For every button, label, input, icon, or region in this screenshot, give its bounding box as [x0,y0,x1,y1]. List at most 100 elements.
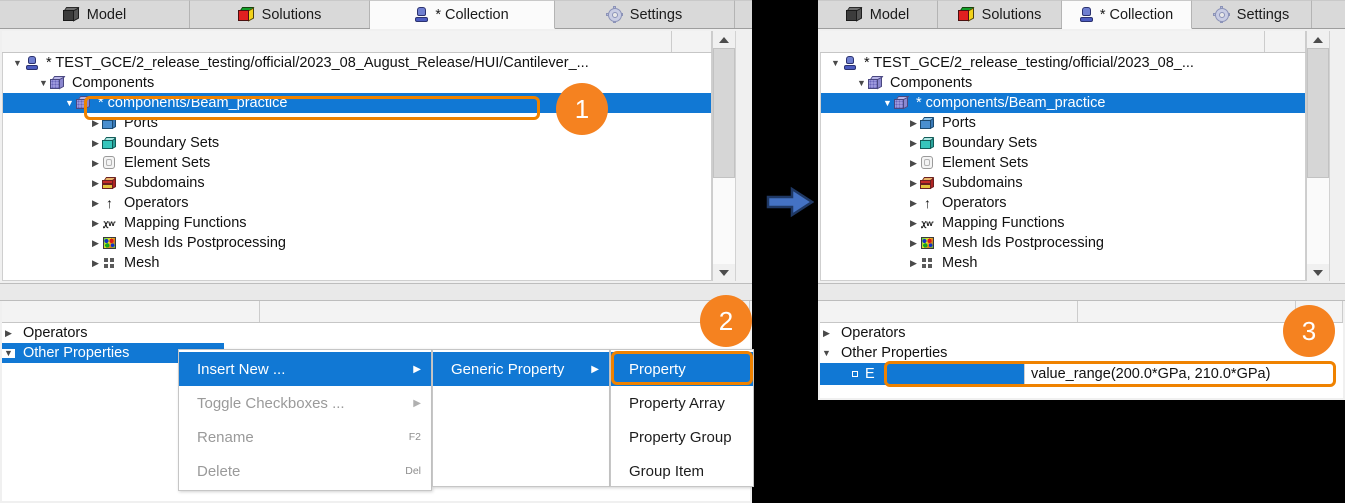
tab-collection[interactable]: * Collection [1062,0,1192,29]
menu-item-property-group[interactable]: Property Group [611,420,753,454]
property-row-operators[interactable]: ▶ Operators [820,323,1343,343]
menu-item-toggle-checkboxes[interactable]: Toggle Checkboxes ... ▶ [179,386,431,420]
tree-row-operators[interactable]: ▶ ↑ Operators [3,193,711,213]
menu-item-generic-property[interactable]: Generic Property ▶ [433,352,609,386]
expander-right-icon[interactable]: ▶ [910,137,917,148]
tree-row-boundary-sets[interactable]: ▶ Boundary Sets [3,133,711,153]
tree-column-2[interactable] [1265,31,1306,52]
tree-row-mesh[interactable]: ▶ Mesh [821,253,1305,273]
expander-right-icon[interactable]: ▶ [92,237,99,248]
tree-row-operators[interactable]: ▶ ↑ Operators [821,193,1305,213]
property-name-cell[interactable]: E [844,363,1024,385]
expander-right-icon[interactable]: ▶ [92,117,99,128]
property-column-value[interactable] [260,301,750,322]
menu-item-delete[interactable]: Delete Del [179,454,431,488]
property-column-extra[interactable] [1296,301,1343,322]
leaf-node-icon [852,371,858,377]
expander-right-icon[interactable]: ▶ [910,237,917,248]
tree-row-root[interactable]: ▼ * TEST_GCE/2_release_testing/official/… [3,53,711,73]
tree-column-2[interactable] [672,31,712,52]
property-row-other-properties[interactable]: ▼ Other Properties [2,343,224,363]
menu-item-property-array[interactable]: Property Array [611,386,753,420]
tree-row-mesh[interactable]: ▶ Mesh [3,253,711,273]
tree-row-mesh-ids-postprocessing[interactable]: ▶ Mesh Ids Postprocessing [821,233,1305,253]
expander-right-icon[interactable]: ▶ [823,327,830,338]
context-menu[interactable]: Insert New ... ▶ Toggle Checkboxes ... ▶… [178,349,432,491]
tree-row-beam-practice[interactable]: ▼ * components/Beam_practice [821,93,1305,113]
tree-row-ports[interactable]: ▶ Ports [3,113,711,133]
property-row-operators[interactable]: ▶ Operators [2,323,750,343]
tree-column-1[interactable] [820,31,1265,52]
tab-model[interactable]: Model [0,0,190,28]
tree-row-subdomains[interactable]: ▶ Subdomains [821,173,1305,193]
scroll-down-button[interactable] [713,264,735,281]
tree-row-components[interactable]: ▼ Components [3,73,711,93]
scroll-down-button[interactable] [1307,264,1329,281]
collection-tree-right[interactable]: ▼ * TEST_GCE/2_release_testing/official/… [820,53,1306,281]
expander-down-icon[interactable]: ▼ [831,57,840,68]
tree-row-ports[interactable]: ▶ Ports [821,113,1305,133]
tab-model[interactable]: Model [818,0,938,28]
scroll-thumb[interactable] [713,48,735,178]
tab-settings[interactable]: Settings [555,0,735,28]
expander-down-icon[interactable]: ▼ [65,97,74,108]
scroll-track[interactable] [713,48,735,264]
expander-down-icon[interactable]: ▼ [39,77,48,88]
expander-right-icon[interactable]: ▶ [92,177,99,188]
tab-solutions[interactable]: Solutions [938,0,1062,28]
tree-row-mapping-functions[interactable]: ▶ ꭕⱳ Mapping Functions [821,213,1305,233]
expander-right-icon[interactable]: ▶ [92,257,99,268]
property-row-E[interactable]: E value_range(200.0*GPa, 210.0*GPa) [820,363,1343,385]
expander-right-icon[interactable]: ▶ [910,257,917,268]
tree-column-1[interactable] [2,31,672,52]
scroll-up-button[interactable] [713,31,735,48]
expander-right-icon[interactable]: ▶ [92,197,99,208]
expander-right-icon[interactable]: ▶ [910,197,917,208]
tree-vertical-scrollbar-right[interactable] [1306,31,1329,281]
menu-item-rename[interactable]: Rename F2 [179,420,431,454]
tab-collection-label: * Collection [435,6,509,23]
menu-item-insert-new[interactable]: Insert New ... ▶ [179,352,431,386]
property-column-value[interactable] [1078,301,1296,322]
tab-settings[interactable]: Settings [1192,0,1312,28]
property-row-other-properties[interactable]: ▼ Other Properties [820,343,1343,363]
tree-vertical-scrollbar-left[interactable] [712,31,735,281]
expander-right-icon[interactable]: ▶ [910,157,917,168]
expander-right-icon[interactable]: ▶ [910,117,917,128]
tree-row-subdomains[interactable]: ▶ Subdomains [3,173,711,193]
tree-row-element-sets[interactable]: ▶ Element Sets [3,153,711,173]
expander-right-icon[interactable]: ▶ [910,177,917,188]
menu-item-group-item[interactable]: Group Item [611,454,753,488]
menu-item-property[interactable]: Property [611,352,753,386]
expander-right-icon[interactable]: ▶ [92,157,99,168]
expander-right-icon[interactable]: ▶ [92,137,99,148]
tab-model-label: Model [869,6,910,23]
panel-splitter-left[interactable] [0,283,752,301]
property-column-name[interactable] [2,301,260,322]
expander-down-icon[interactable]: ▼ [2,348,15,358]
expander-down-icon[interactable]: ▼ [13,57,22,68]
submenu-generic-property[interactable]: Property Property Array Property Group G… [610,349,754,487]
scroll-thumb[interactable] [1307,48,1329,178]
expander-right-icon[interactable]: ▶ [92,217,99,228]
tab-collection[interactable]: * Collection [370,0,555,29]
tree-row-mapping-functions[interactable]: ▶ ꭕⱳ Mapping Functions [3,213,711,233]
tree-row-element-sets[interactable]: ▶ Element Sets [821,153,1305,173]
expander-right-icon[interactable]: ▶ [5,327,12,338]
expander-down-icon[interactable]: ▼ [883,97,892,108]
submenu-insert-new[interactable]: Generic Property ▶ [432,349,610,487]
expander-right-icon[interactable]: ▶ [910,217,917,228]
tree-row-root[interactable]: ▼ * TEST_GCE/2_release_testing/official/… [821,53,1305,73]
scroll-up-button[interactable] [1307,31,1329,48]
panel-splitter-right[interactable] [818,283,1345,301]
scroll-track[interactable] [1307,48,1329,264]
expander-down-icon[interactable]: ▼ [857,77,866,88]
tree-row-boundary-sets[interactable]: ▶ Boundary Sets [821,133,1305,153]
tree-row-mesh-ids-postprocessing[interactable]: ▶ Mesh Ids Postprocessing [3,233,711,253]
collection-tree-left[interactable]: ▼ * TEST_GCE/2_release_testing/official/… [2,53,712,281]
property-column-name[interactable] [820,301,1078,322]
tree-row-components[interactable]: ▼ Components [821,73,1305,93]
tab-solutions[interactable]: Solutions [190,0,370,28]
expander-down-icon[interactable]: ▼ [822,347,831,358]
property-value-cell[interactable]: value_range(200.0*GPa, 210.0*GPa) [1024,363,1343,385]
